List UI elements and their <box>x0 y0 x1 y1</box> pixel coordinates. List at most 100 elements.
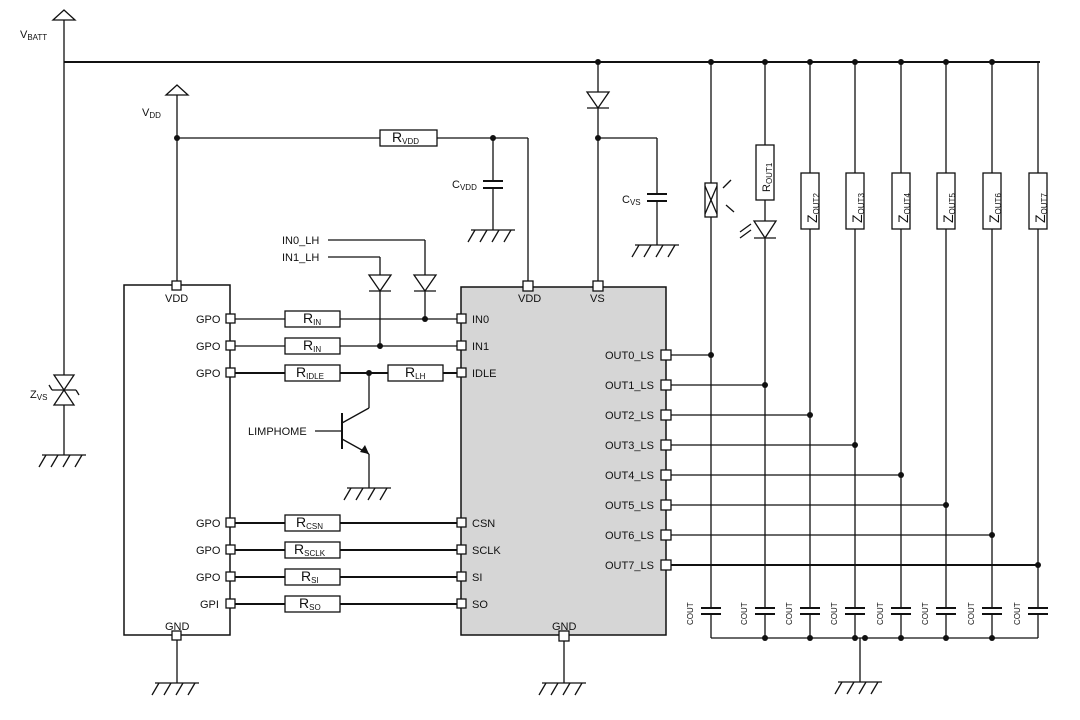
chip-pin-in0: IN0 <box>456 313 489 326</box>
svg-text:OUT0_LS: OUT0_LS <box>605 350 654 362</box>
load-out6: ZOUT6 <box>982 59 1003 608</box>
svg-text:COUT: COUT <box>785 602 794 625</box>
connection-idle: RIDLE RLH <box>235 364 457 382</box>
output-ground-icon <box>834 681 882 695</box>
limphome-label: LIMPHOME <box>248 426 307 438</box>
svg-text:GPO: GPO <box>196 572 221 584</box>
mcu-pin-gpo-si: GPO <box>196 571 236 584</box>
load-out3: ZOUT3 <box>845 59 866 608</box>
svg-text:RSCLK: RSCLK <box>294 541 326 558</box>
chip-ground-icon <box>538 682 586 696</box>
mcu-gnd-pin-label: GND <box>165 621 190 633</box>
limp-home-inputs: IN0_LH IN1_LH <box>282 235 438 346</box>
svg-text:ZOUT2: ZOUT2 <box>804 193 821 223</box>
svg-text:GPO: GPO <box>196 314 221 326</box>
svg-text:OUT4_LS: OUT4_LS <box>605 470 654 482</box>
output-out0: OUT0_LS <box>605 349 714 362</box>
output-out6: OUT6_LS <box>605 529 995 542</box>
vbatt-supply: VBATT <box>20 9 77 62</box>
chip-pin-sclk: SCLK <box>456 544 501 557</box>
limphome-ground-icon <box>343 487 391 501</box>
zvs-protection-diode: ZVS <box>30 62 80 455</box>
mcu-pin-gpo-in0: GPO <box>196 313 236 326</box>
vdd-supply: VDD <box>142 84 529 285</box>
led-icon <box>752 220 778 240</box>
connection-si: RSI <box>235 568 457 586</box>
r-lh-label: RLH <box>405 364 426 381</box>
connection-so: RSO <box>235 595 457 613</box>
svg-text:ZOUT4: ZOUT4 <box>895 193 912 223</box>
svg-text:COUT: COUT <box>740 602 749 625</box>
svg-text:ZOUT7: ZOUT7 <box>1032 193 1049 223</box>
in1-lh-label: IN1_LH <box>282 252 319 264</box>
svg-text:ZOUT3: ZOUT3 <box>849 193 866 223</box>
c-out3: COUT <box>830 602 865 638</box>
load-out5: ZOUT5 <box>936 59 957 608</box>
svg-text:COUT: COUT <box>876 602 885 625</box>
microcontroller-block: VDD GND <box>123 280 231 683</box>
chip-pin-si: SI <box>456 571 482 584</box>
svg-text:GPO: GPO <box>196 545 221 557</box>
output-out4: OUT4_LS <box>605 469 904 482</box>
c-out5: COUT <box>921 602 956 638</box>
svg-text:COUT: COUT <box>686 602 695 625</box>
c-out1: COUT <box>740 602 775 638</box>
svg-text:CSN: CSN <box>472 518 495 530</box>
c-out7: COUT <box>1013 602 1048 638</box>
c-out6: COUT <box>967 602 1002 638</box>
svg-text:IN1: IN1 <box>472 341 489 353</box>
in0-lh-label: IN0_LH <box>282 235 319 247</box>
zvs-ground-icon <box>38 454 86 468</box>
svg-text:VDD: VDD <box>518 293 541 305</box>
vs-supply-branch: CVS <box>585 59 667 285</box>
load-out7: ZOUT7 <box>1028 62 1049 608</box>
vbatt-arrow-icon <box>51 9 77 21</box>
output-out5: OUT5_LS <box>605 499 949 512</box>
output-out7: OUT7_LS <box>605 559 1041 572</box>
c-out4: COUT <box>876 602 911 638</box>
output-out1: OUT1_LS <box>605 379 768 392</box>
c-vdd-label: CVDD <box>452 179 477 192</box>
svg-text:RIN: RIN <box>303 310 321 327</box>
svg-text:OUT5_LS: OUT5_LS <box>605 500 654 512</box>
svg-text:RIN: RIN <box>303 337 321 354</box>
chip-pin-so: SO <box>456 598 488 611</box>
svg-text:COUT: COUT <box>921 602 930 625</box>
vbatt-label: VBATT <box>20 29 47 42</box>
svg-text:VS: VS <box>590 293 605 305</box>
load-out1-led: ROUT1 <box>739 59 778 608</box>
load-out4: ZOUT4 <box>891 59 912 608</box>
svg-text:RSO: RSO <box>299 595 321 612</box>
in0-lh-diode-icon <box>412 274 438 293</box>
svg-text:GPO: GPO <box>196 368 221 380</box>
svg-text:GPO: GPO <box>196 341 221 353</box>
mcu-vdd-pin-label: VDD <box>165 293 188 305</box>
vs-diode-icon <box>585 91 611 110</box>
svg-text:RSI: RSI <box>301 568 319 585</box>
svg-text:ZOUT5: ZOUT5 <box>940 193 957 223</box>
svg-text:OUT2_LS: OUT2_LS <box>605 410 654 422</box>
svg-text:RIDLE: RIDLE <box>296 364 324 381</box>
driver-chip: VDD VS GND <box>460 280 667 683</box>
connection-in1: RIN <box>235 337 457 355</box>
svg-text:SCLK: SCLK <box>472 545 501 557</box>
vdd-arrow-icon <box>164 84 190 96</box>
connection-csn: RCSN <box>235 514 457 532</box>
svg-text:RCSN: RCSN <box>296 514 323 531</box>
svg-text:OUT7_LS: OUT7_LS <box>605 560 654 572</box>
chip-pin-in1: IN1 <box>456 340 489 353</box>
in1-lh-diode-icon <box>367 274 393 293</box>
svg-text:GPI: GPI <box>200 599 219 611</box>
load-out0 <box>704 59 735 608</box>
svg-text:COUT: COUT <box>830 602 839 625</box>
svg-text:GND: GND <box>552 621 577 633</box>
zvs-label: ZVS <box>30 389 47 402</box>
r-vdd-label: RVDD <box>392 129 419 146</box>
load-out2: ZOUT2 <box>800 59 821 608</box>
svg-text:OUT6_LS: OUT6_LS <box>605 530 654 542</box>
svg-text:COUT: COUT <box>967 602 976 625</box>
svg-text:SI: SI <box>472 572 482 584</box>
mcu-ground-icon <box>151 682 199 696</box>
connection-sclk: RSCLK <box>235 541 457 559</box>
